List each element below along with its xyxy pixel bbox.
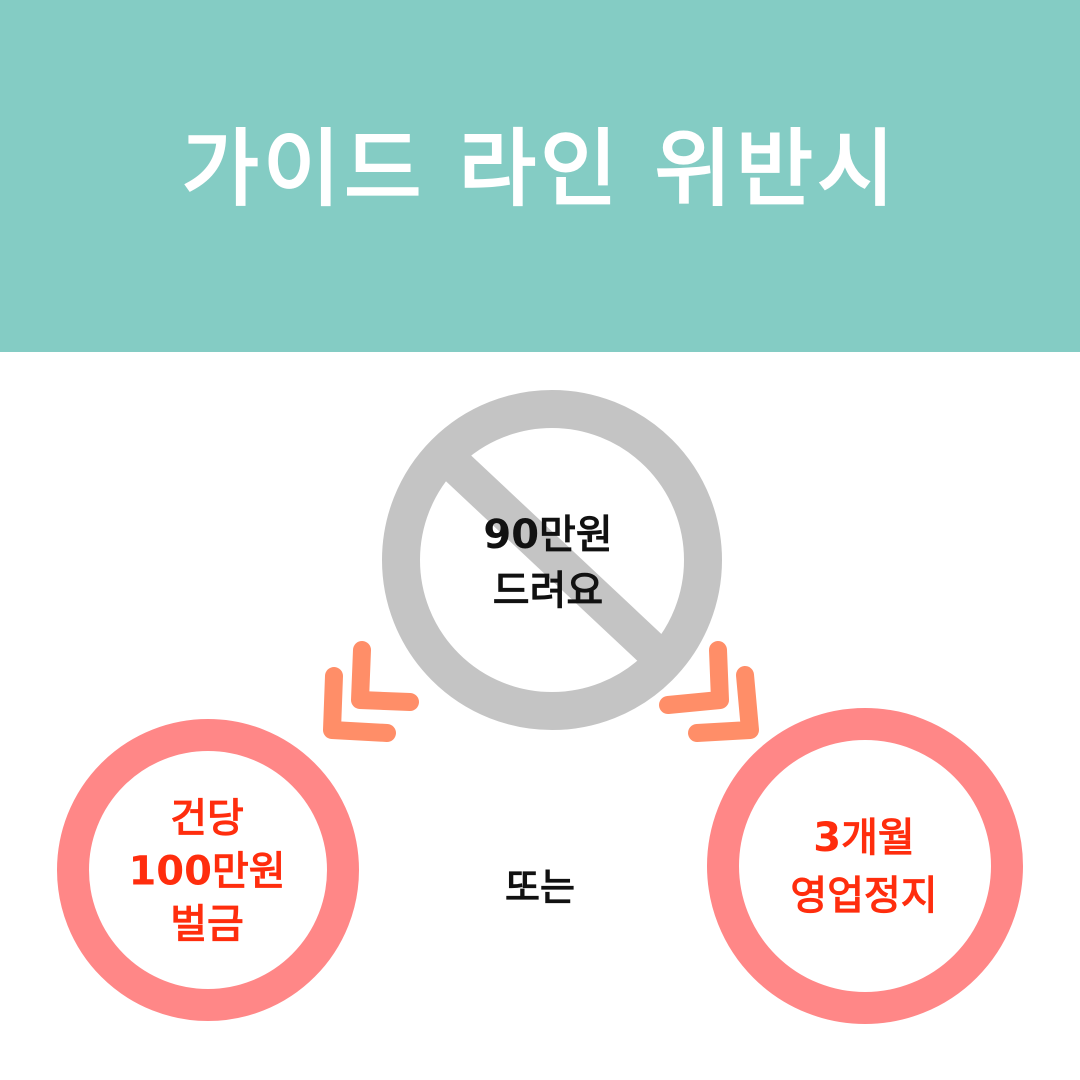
fine-label: 벌금 bbox=[170, 901, 244, 948]
or-label: 또는 bbox=[505, 865, 575, 910]
prohibited-offer-text: 90만원 드려요 bbox=[483, 507, 612, 619]
fine-per-case: 건당 bbox=[170, 795, 244, 842]
suspension-penalty-text: 3개월 영업정지 bbox=[790, 809, 937, 925]
chevron-down-right-icon bbox=[659, 641, 759, 742]
penalty-ring-right bbox=[707, 708, 1023, 1024]
fine-penalty-text: 건당 100만원 벌금 bbox=[128, 793, 285, 952]
suspension-label: 영업정지 bbox=[790, 873, 938, 919]
header-banner: 가이드 라인 위반시 bbox=[0, 0, 1080, 352]
offer-action: 드려요 bbox=[492, 568, 604, 614]
suspension-duration: 3개월 bbox=[813, 815, 915, 861]
page-title: 가이드 라인 위반시 bbox=[181, 119, 899, 218]
fine-amount: 100만원 bbox=[128, 848, 286, 895]
prohibited-icon bbox=[382, 390, 722, 730]
penalty-ring-left bbox=[57, 719, 359, 1021]
offer-amount: 90만원 bbox=[483, 512, 613, 558]
chevron-down-left-icon bbox=[323, 641, 419, 742]
